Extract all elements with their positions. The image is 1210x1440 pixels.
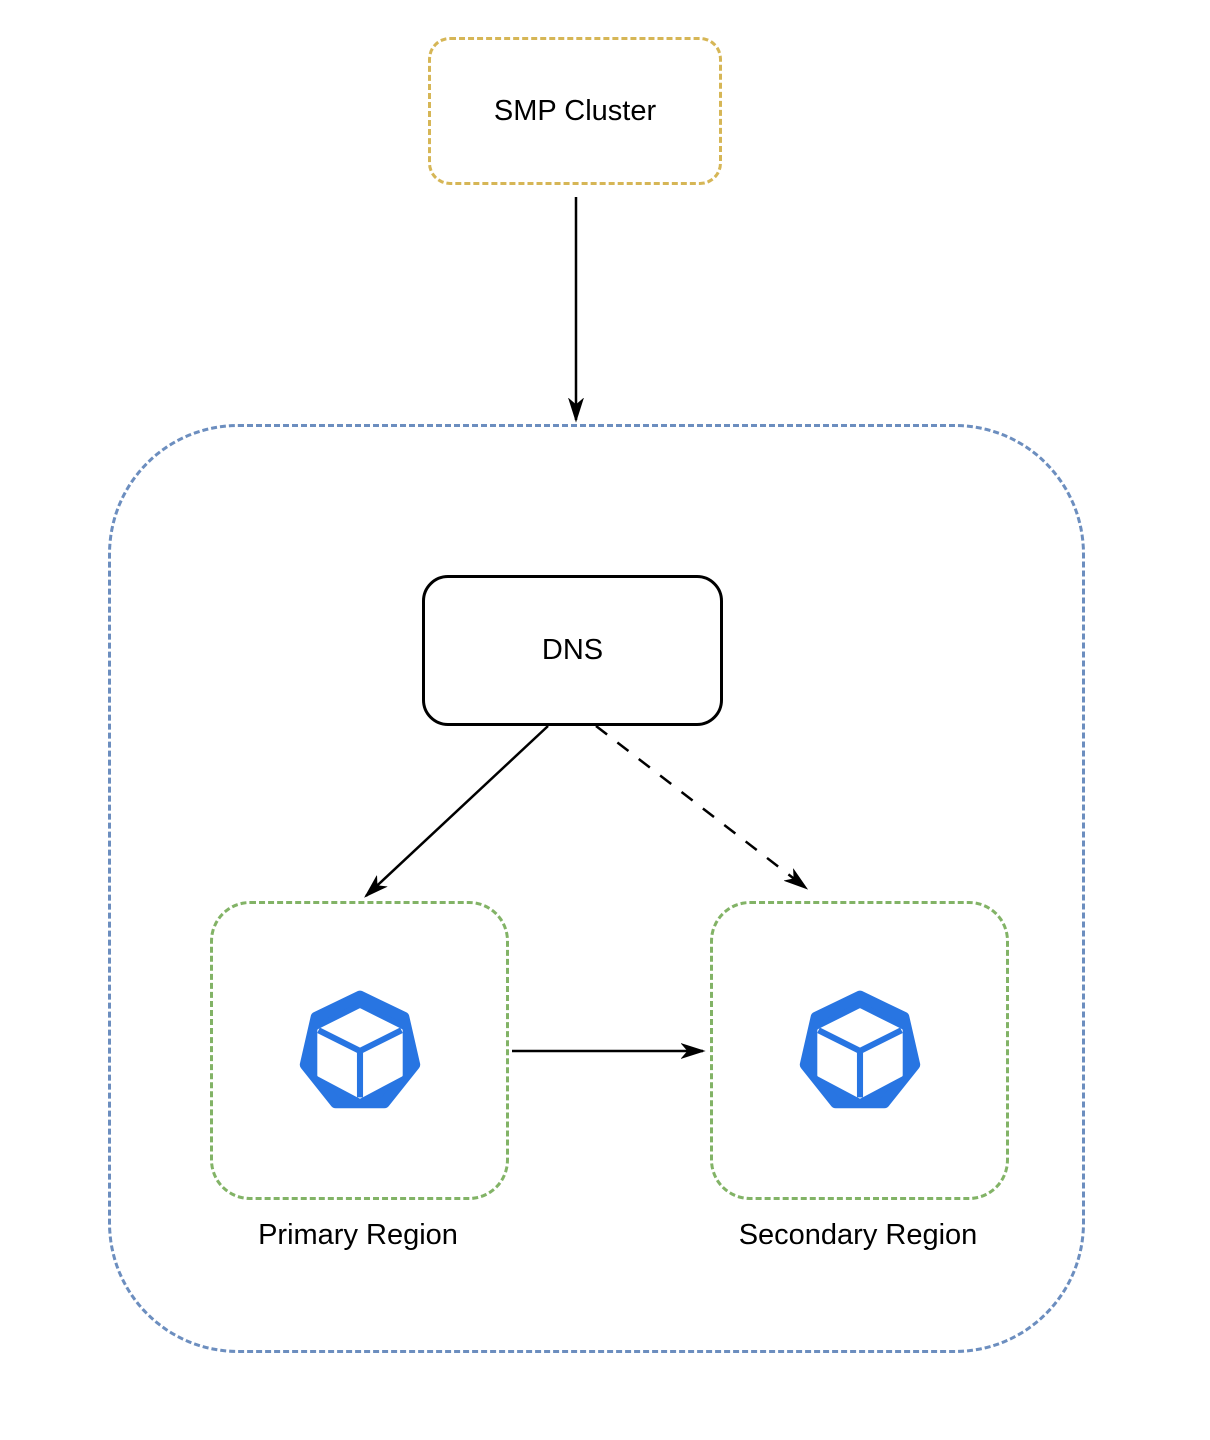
smp-cluster-label: SMP Cluster (493, 94, 657, 127)
region-group-container (108, 424, 1085, 1353)
node-primary-region (210, 901, 509, 1200)
kubernetes-pod-icon (799, 990, 920, 1108)
node-smp-cluster: SMP Cluster (428, 37, 722, 185)
node-secondary-region (710, 901, 1009, 1200)
secondary-region-label: Secondary Region (738, 1219, 978, 1251)
dns-label: DNS (541, 634, 604, 667)
primary-region-label: Primary Region (258, 1219, 458, 1251)
node-dns: DNS (422, 575, 723, 726)
kubernetes-pod-icon (299, 990, 420, 1108)
